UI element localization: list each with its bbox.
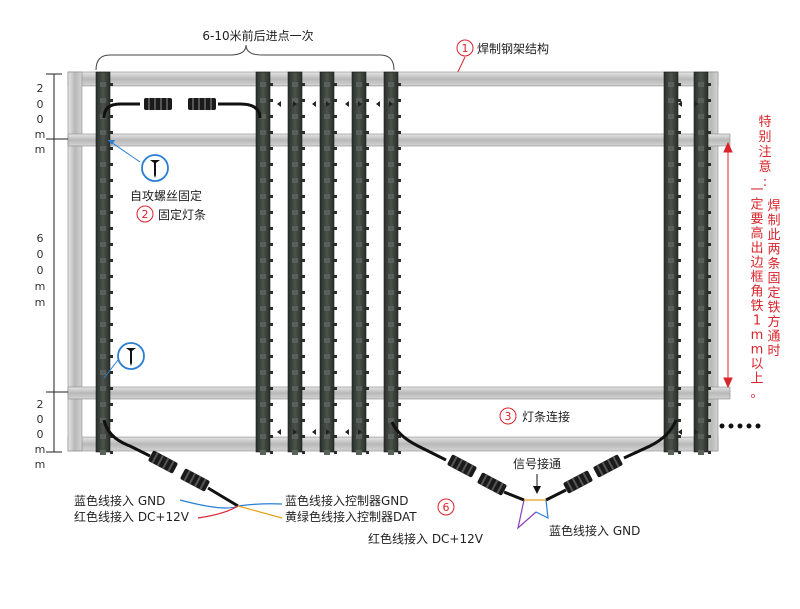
led-strip (351, 71, 369, 455)
right-red-dc: 红色线接入 DC+12V (368, 531, 484, 546)
led-strip (319, 71, 337, 455)
step3-circle (499, 407, 517, 425)
special-note-char: 条 (767, 256, 780, 272)
special-note-char: 定 (750, 198, 763, 213)
special-note-char: 铁 (750, 299, 763, 314)
step3-text: 灯条连接 (522, 409, 570, 424)
special-note-char: 意 (758, 159, 771, 175)
special-note-char: 角 (750, 285, 763, 300)
top-brace (95, 44, 395, 71)
signal-label: 信号接通 (513, 456, 561, 471)
led-strip (287, 71, 305, 455)
led-strip (693, 71, 711, 455)
step2-num: 2 (142, 208, 149, 221)
special-note-char: 以 (750, 357, 763, 372)
right-cable (390, 419, 678, 530)
svg-text:0: 0 (37, 428, 44, 441)
step1-text: 焊制钢架结构 (477, 41, 549, 56)
special-note-char: 要 (750, 212, 763, 227)
step1-num: 1 (462, 42, 469, 55)
continuation-dots (719, 423, 761, 429)
special-note-char: 别 (758, 130, 771, 145)
screw-icon (117, 342, 145, 370)
dim-top: 2 0 0 m m (35, 82, 46, 156)
top-note: 6-10米前后进点一次 (202, 28, 313, 43)
svg-text:2: 2 (37, 82, 44, 95)
step2-circle (136, 205, 154, 223)
top-connector-pair (102, 98, 262, 119)
special-note-char: : (763, 175, 767, 190)
right-blue-gnd: 蓝色线接入 GND (549, 523, 640, 538)
svg-text:0: 0 (37, 113, 44, 126)
special-note-char: 高 (750, 226, 763, 242)
svg-text:m: m (35, 296, 46, 309)
screw-icon (141, 154, 169, 182)
special-note-char: 此 (767, 228, 780, 243)
left-blue-gnd: 蓝色线接入 GND (74, 493, 165, 508)
svg-text:m: m (35, 443, 46, 456)
step2-text: 固定灯条 (158, 207, 206, 222)
special-note-char: m (751, 343, 764, 358)
left-red-dc: 红色线接入 DC+12V (74, 509, 190, 524)
led-strip (383, 71, 401, 455)
svg-text:0: 0 (37, 98, 44, 111)
svg-text:0: 0 (37, 413, 44, 426)
special-note-char: 定 (767, 286, 780, 301)
special-note-char: 一 (750, 183, 763, 198)
dim-mid: 6 0 0 m m (35, 232, 46, 309)
special-note-char: 方 (767, 314, 780, 330)
special-note-char: 通 (767, 330, 780, 345)
ctrl-blue-gnd: 蓝色线接入控制器GND (285, 493, 409, 508)
special-note-char: 边 (750, 256, 763, 271)
special-note-char: 两 (767, 243, 780, 258)
special-note-char: 。 (750, 386, 763, 401)
svg-text:m: m (35, 128, 46, 141)
special-note-char: 固 (767, 272, 780, 287)
dimension-line (46, 73, 68, 453)
note-arrow (723, 141, 733, 389)
left-cable (102, 419, 283, 519)
special-note-char: 1 (753, 314, 761, 329)
special-note-char: 时 (767, 344, 780, 359)
special-note-char: m (751, 328, 764, 343)
svg-text:0: 0 (37, 248, 44, 261)
special-note-char: 铁 (767, 301, 780, 316)
spacing-arrows (277, 101, 698, 435)
step3-num: 3 (505, 410, 512, 423)
dim-bot: 2 0 0 m m (35, 398, 46, 471)
step1-circle (456, 39, 474, 57)
led-strip (663, 71, 681, 455)
ctrl-yg-dat: 黄绿色线接入控制器DAT (285, 509, 417, 524)
screw-label: 自攻螺丝固定 (130, 188, 202, 203)
svg-text:2: 2 (37, 398, 44, 411)
step6-circle (437, 498, 455, 516)
special-note-char: 框 (750, 270, 763, 285)
special-note-char: 上 (750, 372, 763, 387)
led-strip (95, 71, 113, 455)
special-note-char: 制 (767, 214, 780, 229)
special-note-char: 特 (758, 115, 771, 130)
step6-num: 6 (443, 501, 450, 514)
svg-text:m: m (35, 143, 46, 156)
led-strip (255, 71, 273, 455)
signal-arrow (533, 486, 541, 494)
svg-text:m: m (35, 280, 46, 293)
screw-pointer (107, 139, 141, 163)
special-note-char: 注 (758, 145, 771, 160)
led-strips (95, 71, 711, 455)
svg-text:m: m (35, 458, 46, 471)
special-note-char: 出 (750, 241, 763, 256)
special-note-char: 焊 (767, 198, 780, 214)
svg-text:6: 6 (37, 232, 44, 245)
svg-text:0: 0 (37, 264, 44, 277)
